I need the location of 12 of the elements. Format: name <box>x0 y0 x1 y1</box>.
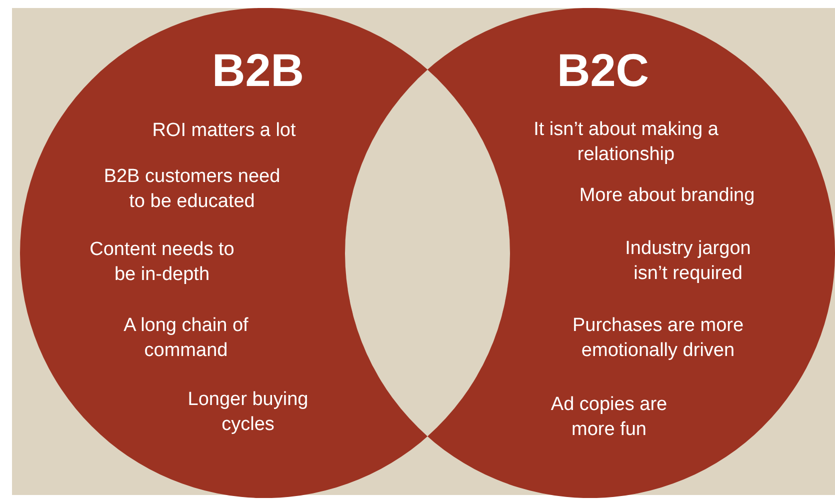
list-item: It isn’t about making a relationship <box>532 118 720 167</box>
list-item: Purchases are more emotionally driven <box>571 314 745 363</box>
list-item: Longer buying cycles <box>186 388 310 437</box>
circle-heading: B2B <box>210 45 306 95</box>
list-item: Industry jargon isn’t required <box>624 237 752 286</box>
circle-heading: B2C <box>556 45 650 95</box>
list-item: A long chain of command <box>122 314 250 363</box>
list-item: More about branding <box>578 184 756 208</box>
list-item: Content needs to be in-depth <box>88 238 236 287</box>
list-item: ROI matters a lot <box>151 119 297 143</box>
list-item: Ad copies are more fun <box>550 393 668 442</box>
list-item: B2B customers need to be educated <box>102 165 282 214</box>
